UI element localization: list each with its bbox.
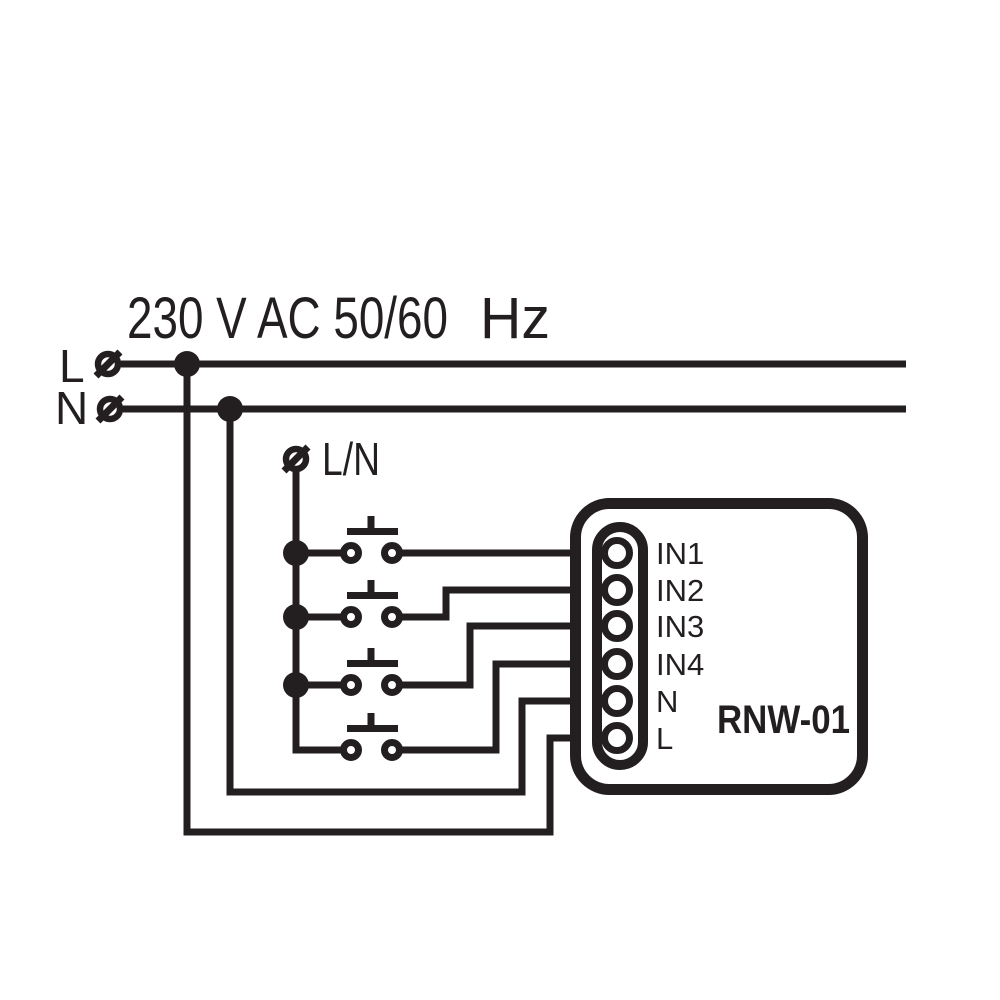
neutral-junction-dot — [217, 396, 243, 422]
live-screw-terminal-icon — [93, 349, 123, 379]
terminal-label-n: N — [656, 684, 678, 719]
terminal-circle-n — [601, 685, 633, 717]
device-model-label: RNW-01 — [717, 698, 850, 742]
neutral-return-wire — [226, 409, 617, 796]
in4-wire — [392, 660, 617, 754]
live-junction-dot — [174, 351, 200, 377]
terminal-circle-in1 — [601, 537, 633, 569]
terminal-label-l: L — [656, 721, 673, 756]
neutral-screw-terminal-icon — [95, 394, 125, 424]
push-button-3 — [340, 648, 403, 696]
terminal-label-in2: IN2 — [656, 573, 704, 608]
push-button-1-contact-right — [381, 542, 403, 564]
push-button-1-contact-left — [340, 542, 362, 564]
terminal-circle-in3 — [601, 610, 633, 642]
live-return-wire — [183, 364, 617, 836]
push-button-1 — [340, 516, 403, 564]
push-button-2 — [340, 580, 403, 628]
push-button-4-contact-right — [381, 739, 403, 761]
bus-junction-dot-1 — [283, 540, 309, 566]
terminal-circle-l — [601, 722, 633, 754]
bus-screw-terminal-icon — [281, 444, 311, 474]
bus-junction-dot-2 — [283, 604, 309, 630]
push-button-4-contact-left — [340, 739, 362, 761]
terminal-circle-in4 — [601, 648, 633, 680]
terminal-label-in3: IN3 — [656, 609, 704, 644]
supply-rating-label: 230 V AC 50/60 — [127, 286, 448, 351]
terminal-label-in1: IN1 — [656, 536, 704, 571]
supply-frequency-unit-label: Hz — [480, 286, 550, 351]
push-button-3-contact-right — [381, 674, 403, 696]
push-button-4 — [340, 713, 403, 761]
neutral-label: N — [55, 382, 88, 434]
push-button-3-contact-left — [340, 674, 362, 696]
in2-wire — [392, 586, 617, 621]
terminal-label-in4: IN4 — [656, 647, 704, 682]
push-button-2-contact-right — [381, 606, 403, 628]
terminal-circle-in2 — [601, 574, 633, 606]
in3-wire — [392, 622, 617, 689]
bus-junction-dot-3 — [283, 672, 309, 698]
bus-label: L/N — [322, 433, 380, 485]
live-label: L — [59, 340, 85, 392]
bus-wire — [292, 459, 351, 754]
push-button-2-contact-left — [340, 606, 362, 628]
